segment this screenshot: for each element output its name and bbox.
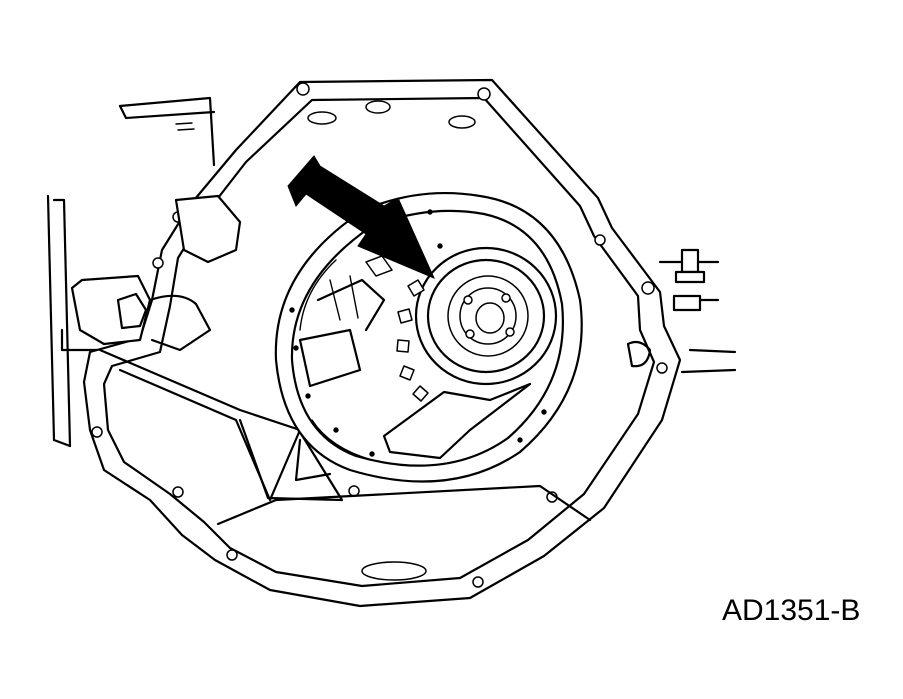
lower-housing-panels [98, 348, 592, 526]
left-mount-bracket [70, 194, 242, 352]
housing-slots [307, 100, 652, 581]
figure-id-label: AD1351-B [722, 594, 861, 627]
band-and-strut [298, 255, 532, 460]
right-stud [672, 248, 706, 312]
pump-drive-hub [414, 246, 558, 386]
engine-block-background [46, 96, 737, 448]
pointer-arrow [287, 155, 435, 279]
spline-teeth [396, 279, 429, 402]
rivet-dots [289, 209, 547, 457]
bell-housing-inner-flange [102, 96, 656, 588]
